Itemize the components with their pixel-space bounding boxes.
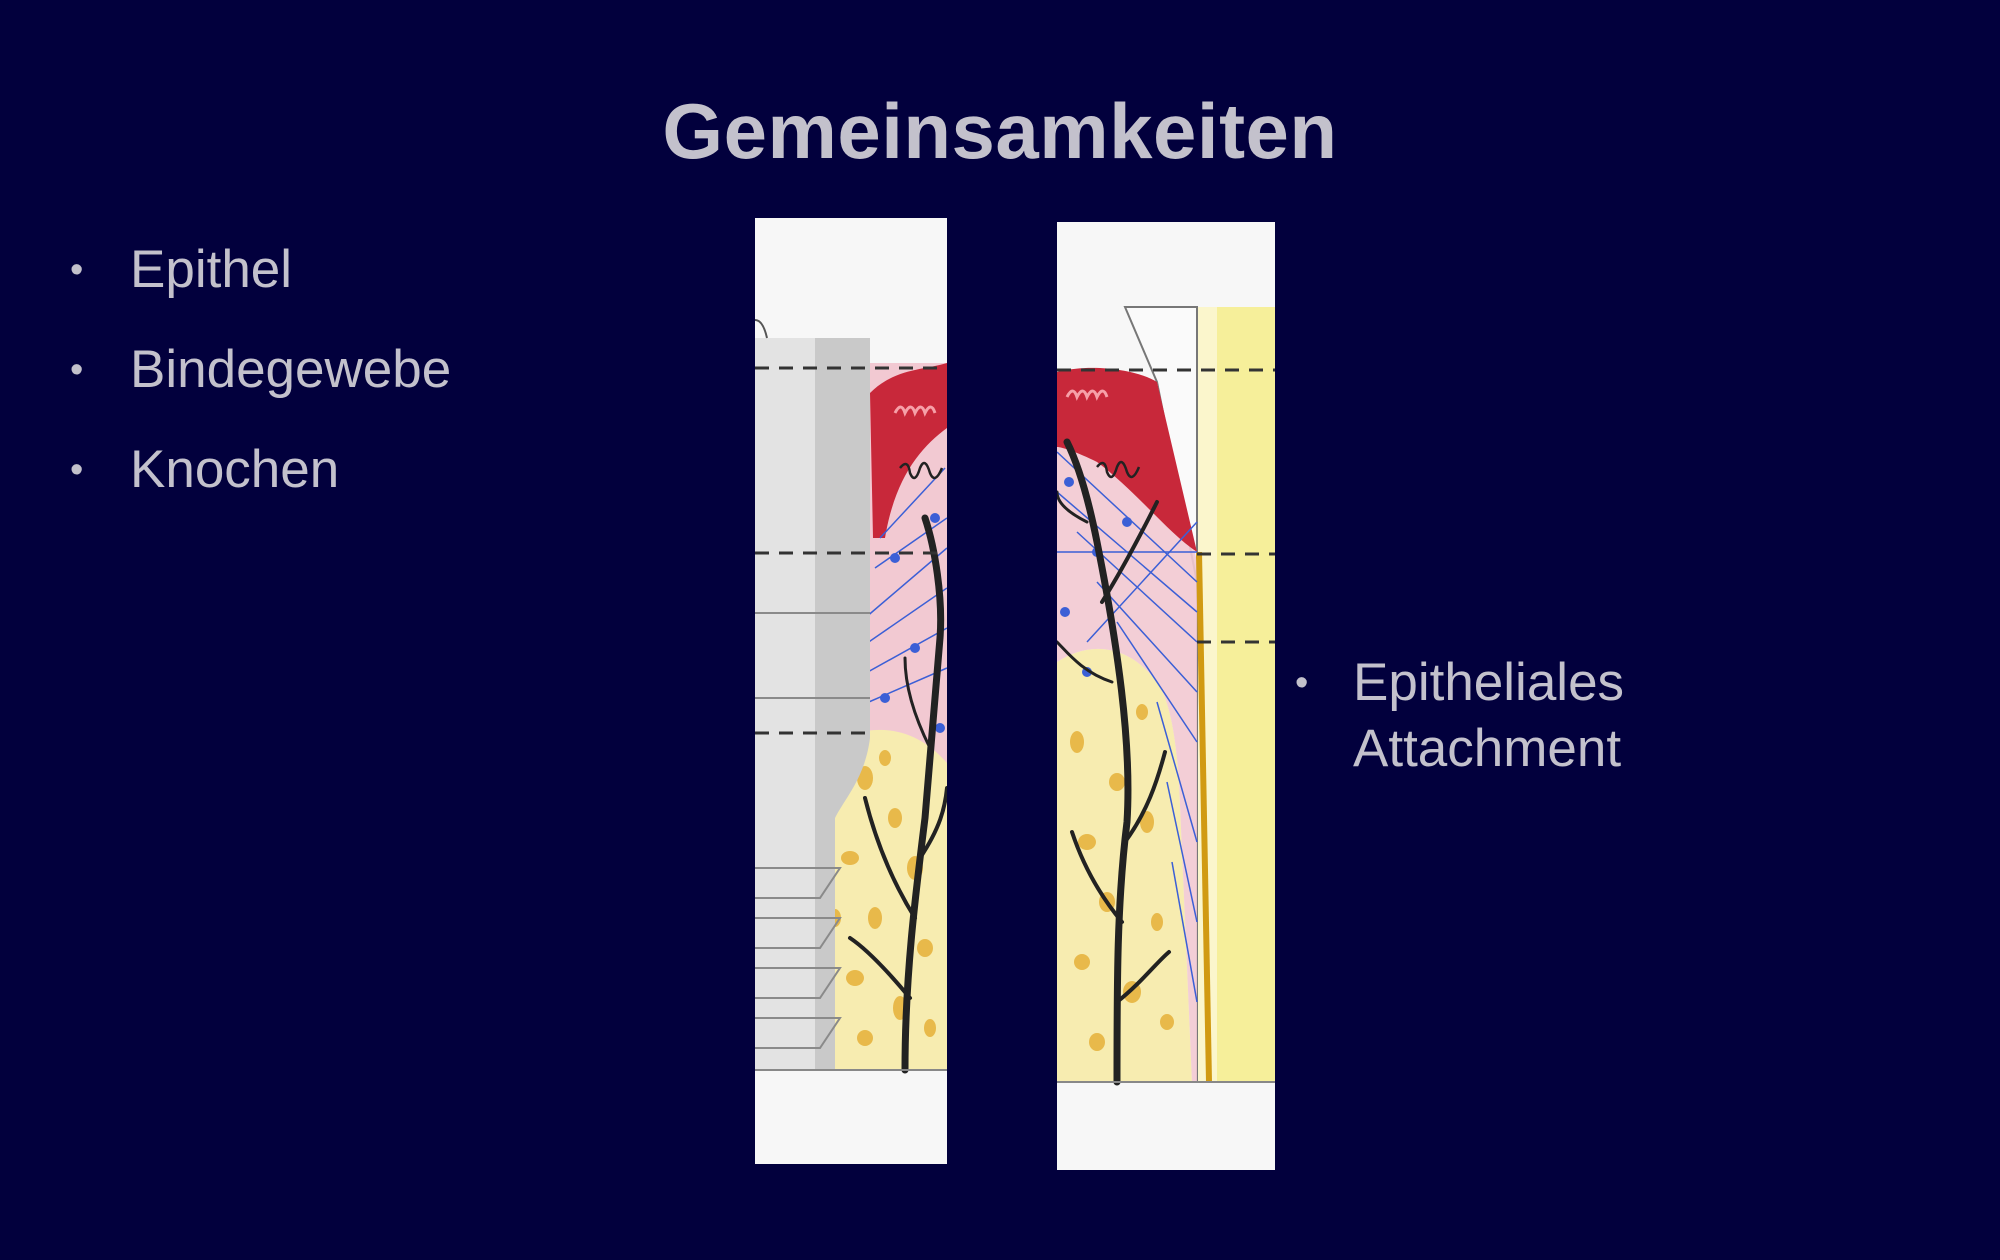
blood-vessels xyxy=(848,514,947,1074)
bullet-dot: • xyxy=(70,449,84,491)
bullet-label-line2: Attachment xyxy=(1353,719,1622,778)
reference-lines xyxy=(755,366,947,735)
bullet-dot: • xyxy=(70,249,84,291)
bullet-item-epithel: • Epithel xyxy=(70,220,451,320)
bullet-item-knochen: • Knochen xyxy=(70,420,451,520)
implant-diagram xyxy=(755,218,947,1164)
right-bullet: • Epitheliales Attachment xyxy=(1295,650,1715,782)
connective-tissue xyxy=(1057,377,1197,1082)
bullet-dot: • xyxy=(70,349,84,391)
bullet-dot: • xyxy=(1295,662,1309,704)
implant-threads xyxy=(755,612,870,1049)
epithelium-layer xyxy=(1057,367,1197,552)
tooth-diagram xyxy=(1057,222,1275,1170)
bullet-item-bindegewebe: • Bindegewebe xyxy=(70,320,451,420)
collagen-fibers xyxy=(1057,451,1198,1003)
blood-vessels xyxy=(1057,438,1171,1086)
epithelial-attachment xyxy=(1196,551,1212,1083)
bullet-label-line1: Epitheliales xyxy=(1353,653,1625,712)
cell-nuclei xyxy=(880,513,945,733)
left-bullet-list: • Epithel • Bindegewebe • Knochen xyxy=(70,220,451,520)
bullet-label: Knochen xyxy=(130,440,340,499)
bullet-label: Epithel xyxy=(130,240,293,299)
slide-title: Gemeinsamkeiten xyxy=(662,87,1338,175)
reference-lines xyxy=(1057,368,1275,644)
bullet-label: Bindegewebe xyxy=(130,340,452,399)
